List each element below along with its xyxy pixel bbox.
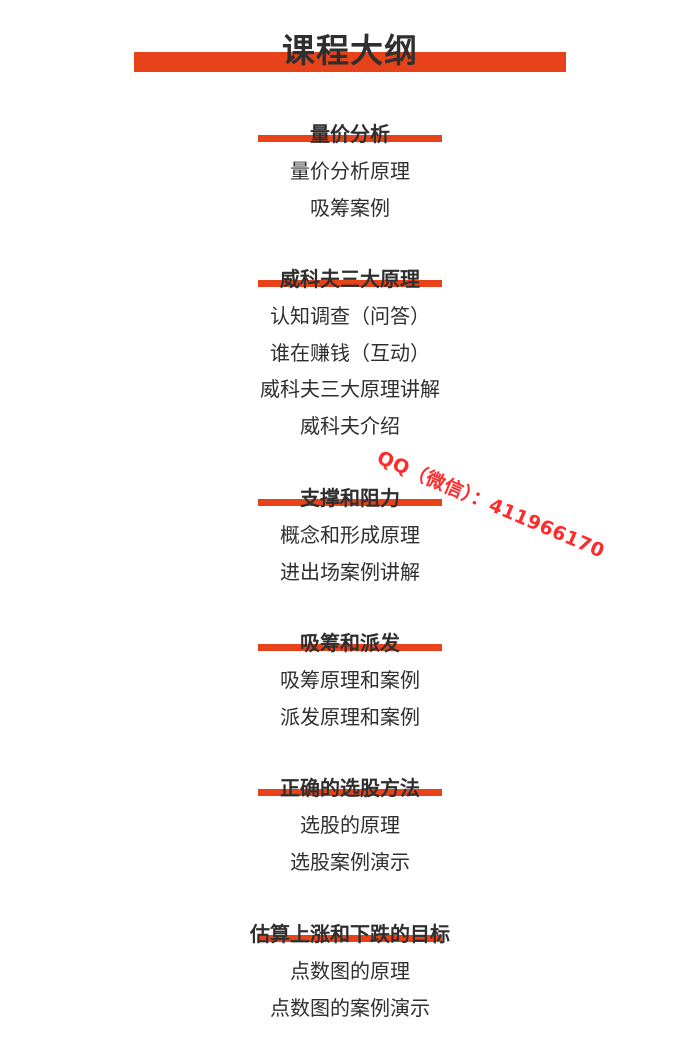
list-item: 量价分析原理 (290, 159, 410, 183)
section-item-list: 吸筹原理和案例 派发原理和案例 (0, 662, 700, 735)
section-heading: 支撑和阻力 (0, 479, 700, 511)
section-accumulation-distribution: 吸筹和派发 吸筹原理和案例 派发原理和案例 (0, 624, 700, 735)
section-item-list: 选股的原理 选股案例演示 (0, 807, 700, 880)
section-underline (258, 135, 442, 142)
section-title: 正确的选股方法 (280, 776, 420, 800)
list-item: 点数图的案例演示 (270, 995, 430, 1020)
section-underline (258, 280, 442, 287)
section-item-list: 认知调查（问答） 谁在赚钱（互动） 威科夫三大原理讲解 威科夫介绍 (0, 298, 700, 444)
list-item: 威科夫介绍 (300, 413, 400, 438)
section-item-list: 点数图的原理 点数图的案例演示 (0, 953, 700, 1026)
list-item: 派发原理和案例 (280, 704, 420, 729)
section-underline (258, 499, 442, 506)
section-underline (258, 644, 442, 651)
section-heading: 量价分析 (0, 115, 700, 147)
list-item: 吸筹原理和案例 (280, 668, 420, 692)
section-title: 威科夫三大原理 (280, 267, 420, 291)
section-heading: 正确的选股方法 (0, 769, 700, 801)
list-item: 进出场案例讲解 (280, 559, 420, 584)
list-item: 认知调查（问答） (270, 304, 430, 328)
section-item-list: 概念和形成原理 进出场案例讲解 (0, 517, 700, 590)
list-item: 选股的原理 (300, 813, 400, 837)
section-heading: 吸筹和派发 (0, 624, 700, 656)
main-title-underline (134, 52, 566, 72)
section-support-resistance: 支撑和阻力 概念和形成原理 进出场案例讲解 (0, 479, 700, 590)
section-stock-selection: 正确的选股方法 选股的原理 选股案例演示 (0, 769, 700, 880)
section-title: 吸筹和派发 (300, 631, 400, 655)
section-underline (258, 789, 442, 796)
list-item: 选股案例演示 (290, 849, 410, 874)
section-heading: 威科夫三大原理 (0, 260, 700, 292)
section-title: 量价分析 (310, 122, 390, 146)
section-volume-price-analysis: 量价分析 量价分析原理 吸筹案例 (0, 115, 700, 226)
list-item: 概念和形成原理 (280, 523, 420, 547)
list-item: 点数图的原理 (290, 959, 410, 983)
section-title: 支撑和阻力 (300, 486, 400, 510)
section-item-list: 量价分析原理 吸筹案例 (0, 153, 700, 226)
section-underline (258, 935, 442, 942)
list-item: 吸筹案例 (310, 195, 390, 220)
list-item: 威科夫三大原理讲解 (260, 377, 440, 401)
page-title: 课程大纲 (282, 31, 418, 70)
section-heading: 估算上涨和下跌的目标 (0, 915, 700, 947)
section-title: 估算上涨和下跌的目标 (250, 922, 450, 946)
main-title-block: 课程大纲 (0, 22, 700, 76)
section-price-targets: 估算上涨和下跌的目标 点数图的原理 点数图的案例演示 (0, 915, 700, 1026)
list-item: 谁在赚钱（互动） (270, 340, 430, 365)
section-wyckoff-principles: 威科夫三大原理 认知调查（问答） 谁在赚钱（互动） 威科夫三大原理讲解 威科夫介… (0, 260, 700, 444)
